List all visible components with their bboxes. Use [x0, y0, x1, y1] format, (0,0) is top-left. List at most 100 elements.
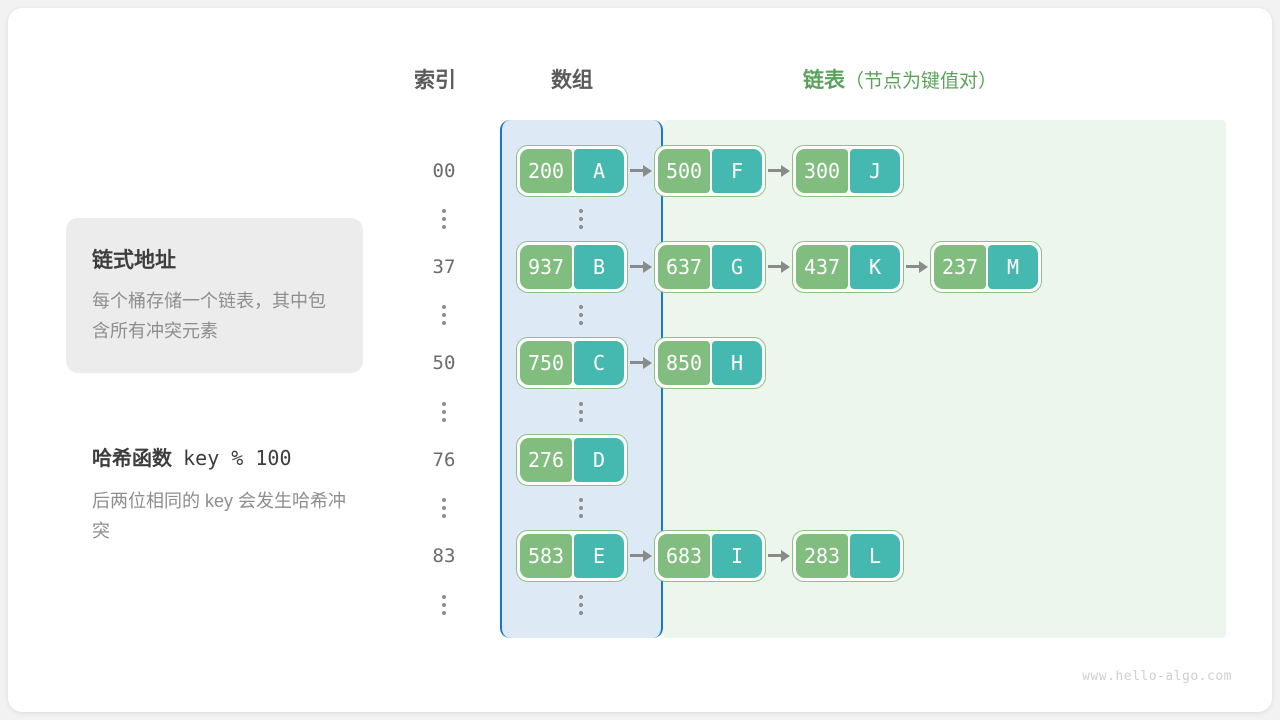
index-column-ellipsis	[437, 595, 451, 615]
ellipsis-dot	[579, 225, 583, 229]
ellipsis-dot	[579, 305, 583, 309]
node-key: 937	[520, 245, 572, 289]
node-key: 583	[520, 534, 572, 578]
arrow-head	[781, 550, 790, 562]
bucket-index-label: 00	[432, 160, 456, 182]
next-pointer-arrow	[630, 357, 652, 369]
node-key: 637	[658, 245, 710, 289]
info-card-title: 链式地址	[92, 249, 176, 272]
node-key: 276	[520, 438, 572, 482]
ellipsis-dot	[579, 595, 583, 599]
ellipsis-dot	[442, 209, 446, 213]
ellipsis-dot	[442, 514, 446, 518]
index-column-ellipsis	[437, 209, 451, 229]
arrow-head	[919, 261, 928, 273]
arrow-shaft	[768, 554, 781, 557]
ellipsis-dot	[442, 313, 446, 317]
node-key: 237	[934, 245, 986, 289]
node-key: 750	[520, 341, 572, 385]
next-pointer-arrow	[906, 261, 928, 273]
node-value: L	[850, 534, 900, 578]
ellipsis-dot	[579, 410, 583, 414]
array-column-ellipsis	[574, 498, 588, 518]
node-key: 500	[658, 149, 710, 193]
ellipsis-dot	[579, 209, 583, 213]
ellipsis-dot	[442, 321, 446, 325]
bucket-index-label: 83	[432, 545, 456, 567]
node-key: 850	[658, 341, 710, 385]
node-value: J	[850, 149, 900, 193]
ellipsis-dot	[579, 514, 583, 518]
node-value: B	[574, 245, 624, 289]
arrow-shaft	[630, 169, 643, 172]
arrow-shaft	[768, 169, 781, 172]
node-value: G	[712, 245, 762, 289]
arrow-head	[643, 261, 652, 273]
node-key: 300	[796, 149, 848, 193]
ellipsis-dot	[442, 217, 446, 221]
ellipsis-dot	[442, 402, 446, 406]
hash-function-description: 后两位相同的 key 会发生哈希冲突	[92, 491, 347, 541]
watermark: www.hello-algo.com	[1082, 669, 1232, 684]
column-header-linked-list-note: （节点为键值对）	[845, 71, 998, 92]
ellipsis-dot	[579, 321, 583, 325]
hash-function-formula: key % 100	[183, 446, 292, 470]
index-column-ellipsis	[437, 305, 451, 325]
node-value: C	[574, 341, 624, 385]
node-value: K	[850, 245, 900, 289]
bucket-index-label: 76	[432, 449, 456, 471]
hash-function-title: 哈希函数 key % 100	[92, 442, 292, 471]
next-pointer-arrow	[630, 165, 652, 177]
arrow-shaft	[630, 554, 643, 557]
next-pointer-arrow	[630, 261, 652, 273]
ellipsis-dot	[579, 506, 583, 510]
bucket-index-label: 37	[432, 256, 456, 278]
ellipsis-dot	[579, 611, 583, 615]
node-value: E	[574, 534, 624, 578]
arrow-head	[781, 261, 790, 273]
ellipsis-dot	[442, 410, 446, 414]
node-key: 200	[520, 149, 572, 193]
ellipsis-dot	[579, 313, 583, 317]
ellipsis-dot	[442, 418, 446, 422]
next-pointer-arrow	[768, 165, 790, 177]
node-key: 283	[796, 534, 848, 578]
arrow-shaft	[630, 265, 643, 268]
ellipsis-dot	[579, 498, 583, 502]
arrow-head	[781, 165, 790, 177]
node-value: F	[712, 149, 762, 193]
index-column-ellipsis	[437, 402, 451, 422]
array-column-ellipsis	[574, 595, 588, 615]
next-pointer-arrow	[768, 261, 790, 273]
arrow-head	[643, 550, 652, 562]
hash-function-label: 哈希函数	[92, 448, 172, 470]
bucket-index-label: 50	[432, 352, 456, 374]
index-column-ellipsis	[437, 498, 451, 518]
column-header-linked-list: 链表（节点为键值对）	[803, 64, 997, 94]
column-header-array: 数组	[551, 69, 593, 92]
column-header-index: 索引	[414, 69, 456, 92]
node-key: 437	[796, 245, 848, 289]
info-card-description: 每个桶存储一个链表，其中包含所有冲突元素	[92, 291, 326, 341]
node-value: H	[712, 341, 762, 385]
ellipsis-dot	[442, 506, 446, 510]
array-column-ellipsis	[574, 305, 588, 325]
node-value: I	[712, 534, 762, 578]
node-value: D	[574, 438, 624, 482]
ellipsis-dot	[579, 603, 583, 607]
ellipsis-dot	[579, 418, 583, 422]
arrow-shaft	[768, 265, 781, 268]
arrow-shaft	[630, 361, 643, 364]
node-value: A	[574, 149, 624, 193]
column-header-linked-list-text: 链表	[803, 69, 845, 92]
ellipsis-dot	[579, 402, 583, 406]
ellipsis-dot	[442, 603, 446, 607]
